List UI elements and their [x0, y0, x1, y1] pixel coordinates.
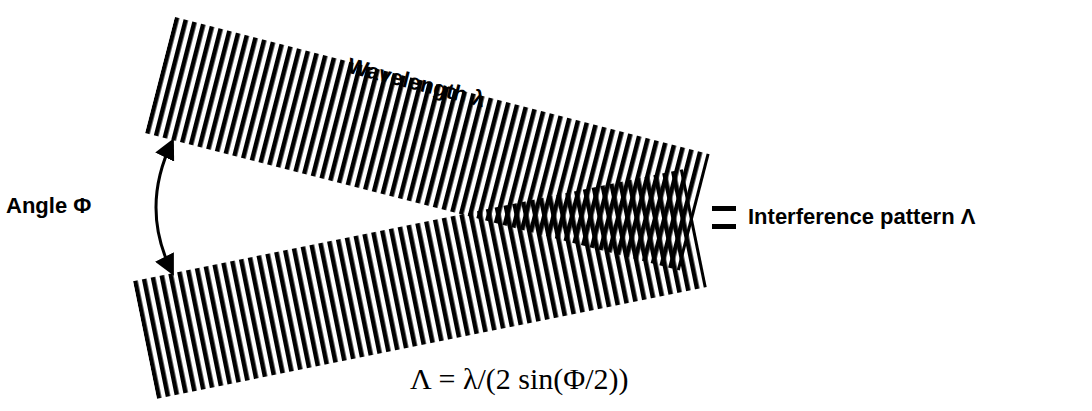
angle-arrow: [156, 142, 172, 272]
angle-label: Angle Φ: [6, 193, 91, 218]
period-mark: [712, 224, 736, 229]
lower-beam: [133, 169, 707, 398]
period-mark: [712, 206, 736, 211]
pattern-label: Interference pattern Λ: [748, 204, 975, 229]
formula: Λ = λ/(2 sin(Φ/2)): [410, 362, 629, 397]
